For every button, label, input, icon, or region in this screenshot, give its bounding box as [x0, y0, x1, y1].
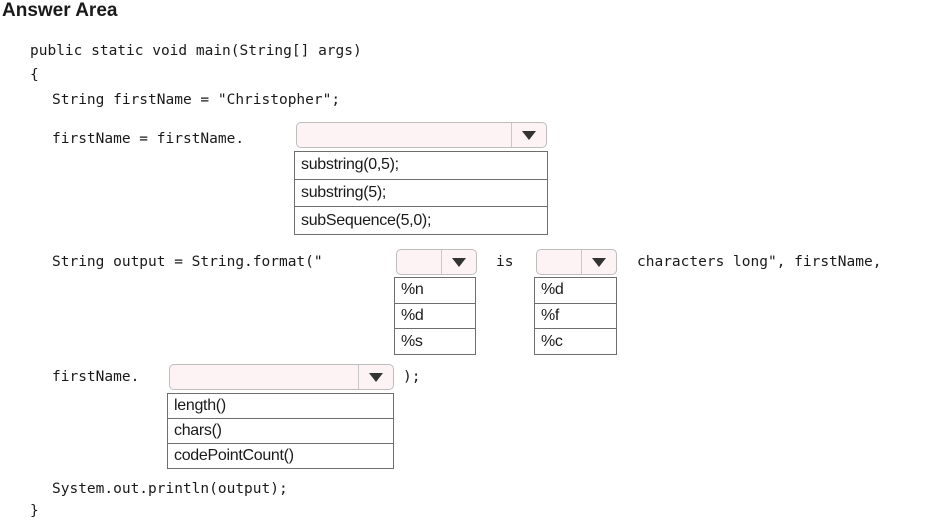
code-line-format-is: is	[496, 254, 514, 270]
option-percent-c[interactable]: %c	[541, 332, 563, 350]
code-line-method-suffix: );	[403, 369, 421, 385]
substring-options-list: substring(0,5); substring(5); subSequenc…	[294, 151, 548, 235]
code-line-println: System.out.println(output);	[52, 481, 288, 497]
code-line-format-suffix: characters long", firstName,	[637, 254, 882, 270]
option-subsequence-5-0[interactable]: subSequence(5,0);	[301, 211, 432, 229]
length-method-dropdown[interactable]	[169, 364, 394, 390]
code-line-close-brace: }	[30, 503, 39, 519]
option-chars[interactable]: chars()	[168, 419, 393, 444]
code-line-method-prefix: firstName.	[52, 369, 140, 385]
answer-area-title: Answer Area	[2, 0, 118, 21]
option-percent-n[interactable]: %n	[395, 278, 475, 304]
option-length[interactable]: length()	[168, 394, 393, 419]
option-codepointcount[interactable]: codePointCount()	[174, 447, 294, 464]
format-specifier-options-2: %d %f %c	[534, 277, 617, 355]
code-line-assign-prefix: firstName = firstName.	[52, 131, 245, 147]
option-percent-d[interactable]: %d	[535, 278, 616, 304]
code-line-open-brace: {	[30, 67, 39, 83]
length-method-options-list: length() chars() codePointCount()	[167, 393, 394, 469]
option-percent-s[interactable]: %s	[401, 332, 423, 350]
format-specifier-dropdown-2[interactable]	[536, 249, 617, 275]
chevron-down-icon[interactable]	[358, 365, 393, 389]
code-line-main-signature: public static void main(String[] args)	[30, 43, 362, 59]
option-percent-d[interactable]: %d	[395, 304, 475, 330]
format-specifier-options-1: %n %d %s	[394, 277, 476, 355]
chevron-down-icon[interactable]	[511, 123, 546, 147]
code-line-declare-firstname: String firstName = "Christopher";	[52, 92, 341, 108]
code-line-format-prefix: String output = String.format("	[52, 254, 323, 270]
chevron-down-icon[interactable]	[441, 250, 476, 274]
option-percent-f[interactable]: %f	[535, 304, 616, 330]
substring-dropdown[interactable]	[296, 122, 547, 148]
option-substring-0-5[interactable]: substring(0,5);	[295, 152, 547, 180]
option-substring-5[interactable]: substring(5);	[295, 180, 547, 208]
chevron-down-icon[interactable]	[581, 250, 616, 274]
format-specifier-dropdown-1[interactable]	[396, 249, 477, 275]
